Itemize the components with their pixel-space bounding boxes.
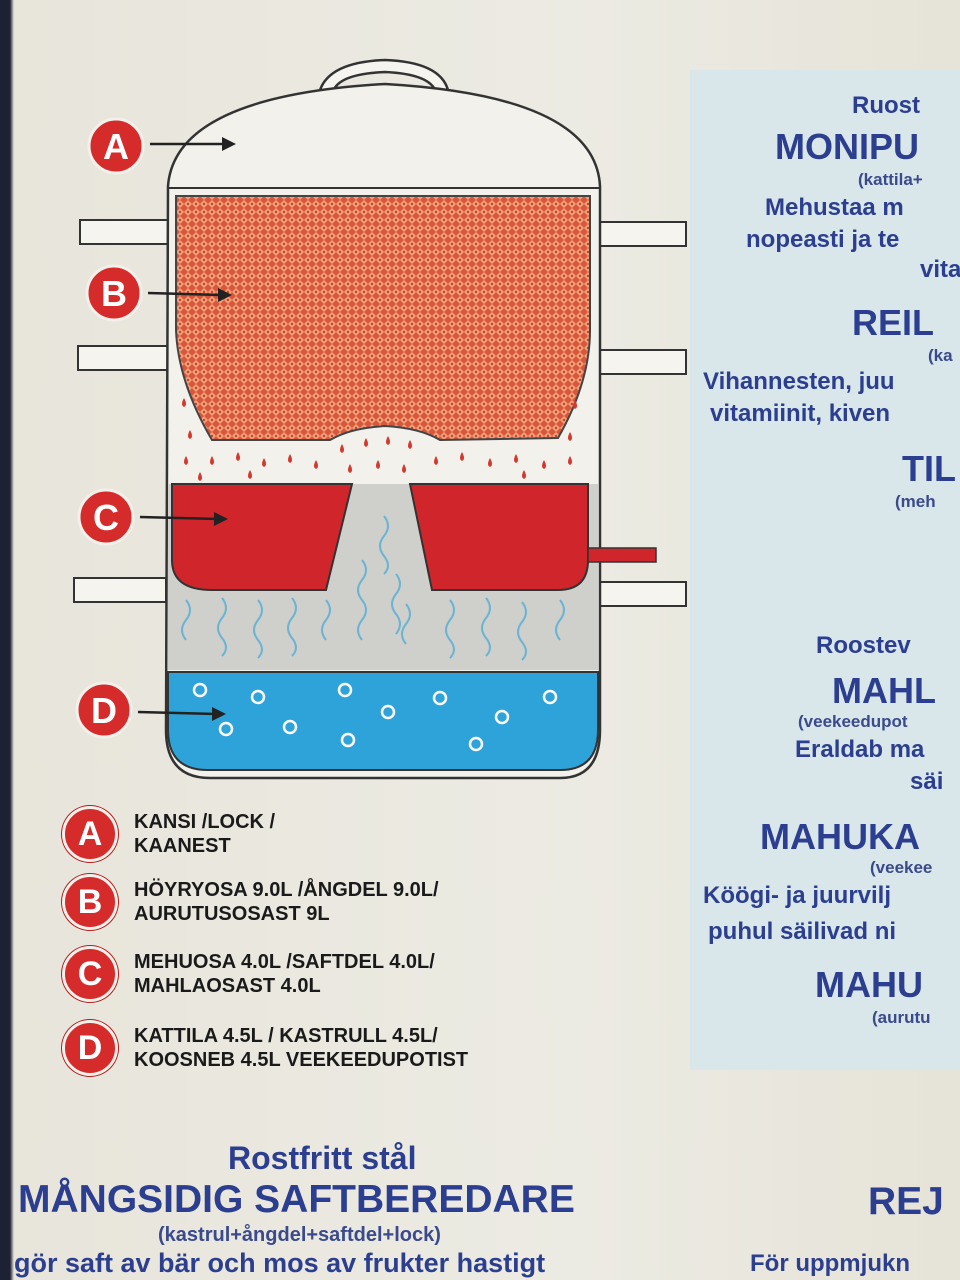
legend-line: HÖYRYOSA 9.0L /ÅNGDEL 9.0L/ — [134, 879, 439, 901]
rp-heading: MAHL — [832, 670, 936, 711]
juice-outlet-spout — [587, 547, 657, 563]
rp-heading: MAHUKA — [760, 816, 920, 857]
juice-drips — [182, 398, 577, 481]
bottom-title: MÅNGSIDIG SAFTBEREDARE — [18, 1178, 575, 1221]
rp-line: (veekeedupot — [798, 712, 908, 731]
legend-line: MEHUOSA 4.0L /SAFTDEL 4.0L/ — [134, 951, 435, 973]
steamer-basket — [175, 195, 591, 442]
rp-line: nopeasti ja te — [746, 226, 900, 253]
left-handle-middle — [77, 345, 171, 371]
marker-a-label: A — [103, 126, 129, 167]
legend-badge-b: B — [62, 874, 118, 930]
water-bubbles — [192, 682, 558, 752]
juice-container-right — [408, 483, 589, 591]
rp-line: (veekee — [870, 858, 933, 877]
legend-text-a: KANSI /LOCK / KAANEST — [134, 810, 275, 858]
marker-d-label: D — [91, 690, 117, 731]
left-handle-top — [79, 219, 173, 245]
marker-d: D — [75, 681, 226, 739]
rp-line: vita — [920, 256, 960, 283]
rp-line: Eraldab ma — [795, 736, 925, 763]
right-handle-middle — [597, 349, 687, 375]
rp-line: Köögi- ja juurvilj — [703, 882, 892, 909]
rp-line: (aurutu — [872, 1008, 931, 1027]
rp-line: Vihannesten, juu — [703, 368, 895, 395]
marker-c: C — [77, 488, 228, 546]
legend-text-c: MEHUOSA 4.0L /SAFTDEL 4.0L/ MAHLAOSAST 4… — [134, 950, 435, 998]
legend-line: KAANEST — [134, 835, 231, 857]
rp-line: vitamiinit, kiven — [710, 400, 891, 427]
rp-heading: MAHU — [815, 964, 923, 1005]
juice-container-left — [171, 483, 354, 591]
left-handle-bottom — [73, 577, 167, 603]
rp-heading: MONIPU — [775, 126, 919, 167]
legend-line: KANSI /LOCK / — [134, 811, 276, 833]
right-handle-top — [597, 221, 687, 247]
legend-line: AURUTUSOSAST 9L — [134, 903, 330, 925]
bottom-parts: (kastrul+ångdel+saftdel+lock) — [158, 1224, 441, 1246]
rp-line: Ruost — [852, 92, 920, 119]
marker-c-label: C — [93, 497, 119, 538]
legend-badge-a: A — [62, 806, 118, 862]
bottom-right-heading: REJ — [868, 1180, 944, 1223]
rp-line: säi — [910, 768, 944, 795]
marker-a: A — [87, 117, 236, 175]
boiling-water — [167, 671, 599, 771]
rp-heading: TIL — [902, 448, 956, 489]
legend-text-b: HÖYRYOSA 9.0L /ÅNGDEL 9.0L/ AURUTUSOSAST… — [134, 878, 439, 926]
rp-line: puhul säilivad ni — [708, 918, 897, 945]
legend-line: MAHLAOSAST 4.0L — [134, 975, 321, 997]
rp-line: Mehustaa m — [765, 194, 904, 221]
rp-line: (kattila+ — [858, 170, 923, 189]
bottom-right-line: För uppmjukn — [750, 1250, 910, 1277]
steam-waves — [181, 515, 565, 661]
marker-b-label: B — [101, 273, 127, 314]
right-info-panel — [690, 70, 960, 1070]
rp-line: Roostev — [816, 632, 911, 659]
rp-heading: REIL — [852, 302, 935, 343]
legend-badge-c: C — [62, 946, 118, 1002]
bottom-description: gör saft av bär och mos av frukter hasti… — [14, 1248, 546, 1278]
legend-line: KATTILA 4.5L / KASTRULL 4.5L/ — [134, 1025, 438, 1047]
legend-line: KOOSNEB 4.5L VEEKEEDUPOTIST — [134, 1049, 469, 1071]
bottom-subtitle: Rostfritt stål — [228, 1140, 417, 1176]
legend-badge-d: D — [62, 1020, 118, 1076]
rp-line: (ka — [928, 346, 953, 365]
marker-b: B — [85, 264, 232, 322]
right-handle-bottom — [597, 581, 687, 607]
rp-line: (meh — [895, 492, 936, 511]
legend-text-d: KATTILA 4.5L / KASTRULL 4.5L/ KOOSNEB 4.… — [134, 1024, 468, 1072]
